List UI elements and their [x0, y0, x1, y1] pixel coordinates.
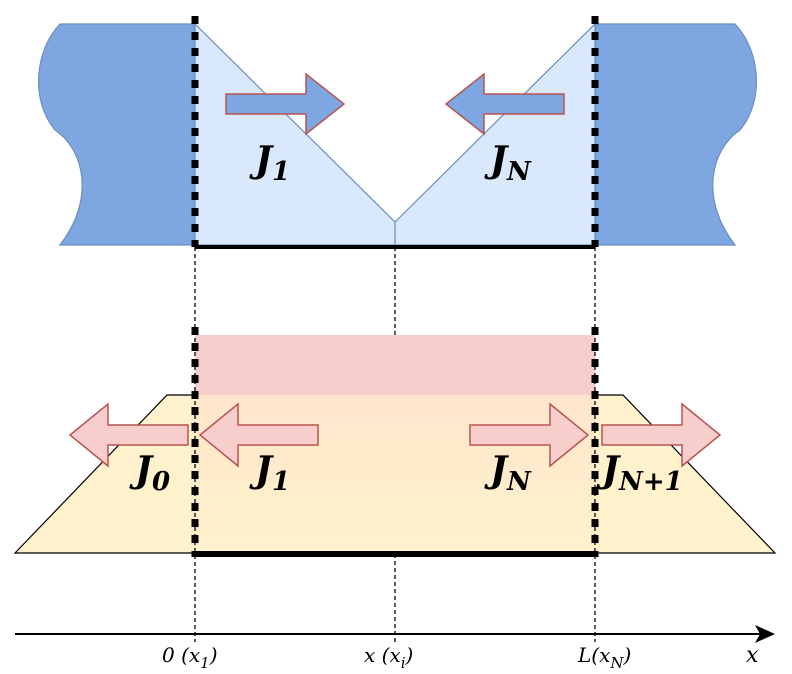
axis-name-x: x — [746, 643, 759, 668]
tick-label-L: L(xN) — [577, 643, 631, 672]
left-reservoir — [38, 23, 196, 246]
inner-region — [195, 395, 595, 553]
right-reservoir — [594, 23, 757, 246]
arrow-right-j1-top — [225, 72, 346, 136]
potential-well — [194, 22, 596, 246]
arrow-right-jn-bottom — [469, 402, 590, 468]
arrow-left-j0 — [68, 402, 189, 468]
arrow-left-j1-bottom — [198, 402, 319, 468]
arrow-right-jn1 — [601, 402, 722, 468]
tick-label-xi: x (xi) — [364, 643, 413, 672]
tick-label-0: 0 (x1) — [162, 643, 218, 672]
x-axis-arrowhead — [755, 625, 775, 643]
pink-band — [195, 335, 595, 395]
arrow-left-jn-top — [444, 72, 565, 136]
